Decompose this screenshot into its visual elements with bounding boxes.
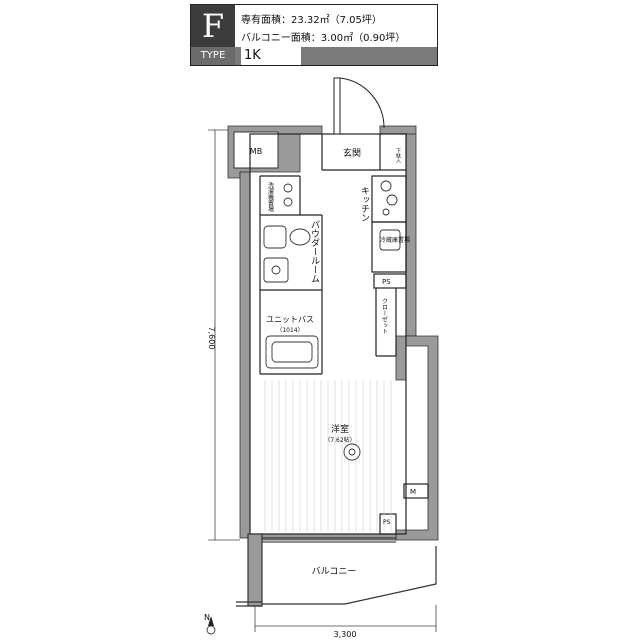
ps-bottom-label: PS [383, 519, 391, 526]
north-compass-icon [206, 616, 216, 635]
ps-top-label: PS [382, 278, 391, 286]
width-dimension [254, 605, 437, 632]
m-label: M [410, 488, 416, 496]
balcony-label: バルコニー [312, 566, 357, 577]
genkan-label: 玄関 [343, 147, 361, 159]
interior-walls [249, 133, 429, 535]
area-line: 専有面積：23.32㎡（7.05坪） [241, 15, 382, 26]
north-label: N [204, 613, 210, 622]
layout-value: 1K [241, 47, 301, 65]
mb-label: MB [250, 147, 262, 156]
fixtures [263, 180, 401, 461]
height-dimension-label: 7,600 [207, 327, 216, 350]
type-label: TYPE [191, 47, 235, 65]
washer-label: 洗濯機置場 [267, 181, 274, 213]
width-dimension-label: 3,300 [334, 630, 357, 639]
closet-label: クローゼット [381, 298, 388, 334]
shoebox-label: 下駄入 [395, 148, 401, 163]
unitbath-size: （1014） [276, 327, 303, 334]
kitchen-label: キッチン [359, 186, 370, 222]
unit-info-box: F TYPE 専有面積：23.32㎡（7.05坪） バルコニー面積：3.00㎡（… [190, 4, 438, 66]
western-size: （7.62帖） [324, 436, 355, 444]
powder-label: パウダールーム [309, 220, 320, 283]
entry-door [333, 77, 385, 135]
western-label: 洋室 [331, 423, 349, 435]
unit-letter: F [191, 5, 235, 47]
mb-box [233, 131, 279, 169]
balcony-area-line: バルコニー面積：3.00㎡（0.90坪） [241, 33, 406, 44]
western-room-floor [264, 380, 392, 532]
balcony-window [250, 537, 396, 543]
fridge-label: 冷蔵庫置場 [380, 236, 410, 244]
unitbath-label: ユニットバス [266, 315, 314, 324]
balcony [236, 533, 437, 607]
